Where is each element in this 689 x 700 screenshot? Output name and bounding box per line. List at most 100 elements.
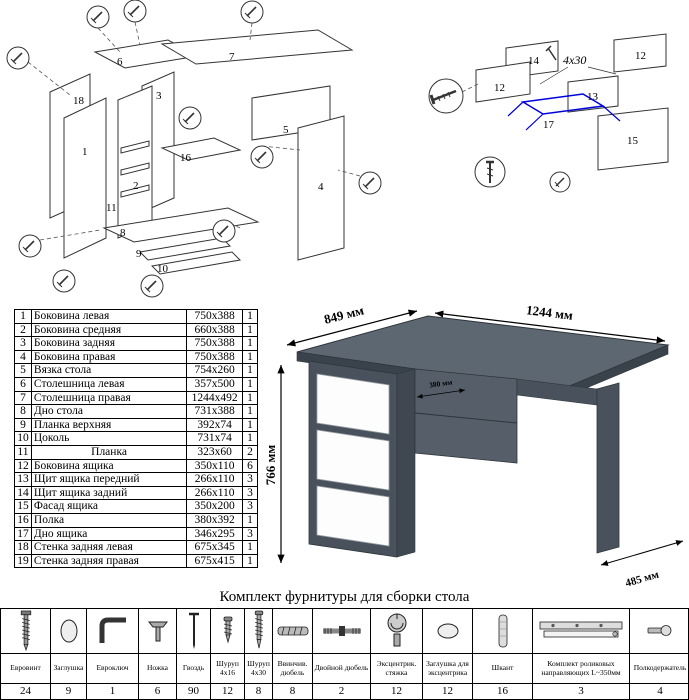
screw-callout-icon: [52, 269, 76, 293]
part-number: 19: [14, 553, 32, 569]
screw-callout-icon: [358, 171, 382, 195]
panel-1-left-side: [63, 97, 107, 259]
part-label: 13: [587, 91, 599, 103]
part-number: 2: [14, 322, 32, 338]
screw-callout-icon: [549, 171, 571, 193]
hardware-name: Шуруп 4x30: [245, 654, 272, 684]
hardware-name: Комплект роликовых направляющих L~350мм: [533, 654, 629, 684]
part-qty: 1: [242, 376, 258, 392]
screw-callout-icon: [240, 0, 264, 24]
parts-row: 19 Стенка задняя правая 675x415 1: [14, 553, 258, 569]
parts-row: 14 Щит ящика задний 266x110 3: [14, 485, 258, 501]
hardware-name: Шкант: [473, 654, 532, 684]
hardware-name: Гвоздь: [177, 654, 210, 684]
part-label: 6: [117, 56, 123, 68]
hardware-name: Двойной дюбель: [313, 654, 370, 684]
highlight-leader: [507, 101, 524, 117]
hardware-name: Евровинт: [1, 654, 50, 684]
panel-10-plinth: [150, 251, 242, 275]
parts-row: 1 Боковина левая 750x388 1: [14, 309, 258, 324]
part-name: Планка: [30, 444, 188, 460]
screw-4x30-note: 4x30: [539, 45, 617, 85]
hardware-name: Полкодержатель: [630, 654, 689, 684]
roller-slides-icon: [533, 609, 629, 654]
part-qty: 1: [242, 417, 258, 433]
threaded-dowel-icon: [273, 609, 312, 654]
parts-row: 13 Щит ящика передний 266x110 3: [14, 472, 258, 487]
screw-callout-icon: [6, 46, 30, 70]
parts-row: 3 Боковина задняя 750x388 1: [14, 336, 258, 351]
screw-callout-icon: [140, 274, 164, 298]
part-qty: 3: [242, 499, 258, 514]
part-size: 350x200: [186, 499, 244, 514]
part-size: 675x415: [186, 553, 244, 569]
hardware-item: Двойной дюбель 2: [313, 609, 371, 699]
part-size: 750x388: [186, 336, 244, 351]
hardware-qty: 1: [109, 685, 116, 697]
hardware-name: Шуруп 4x16: [211, 654, 244, 684]
part-size: 350x110: [186, 458, 244, 474]
part-qty: 1: [242, 336, 258, 351]
cam-cap-icon: [423, 609, 472, 654]
parts-row: 9 Планка верхняя 392x74 1: [14, 417, 258, 433]
hardware-name: Заглушка: [51, 654, 86, 684]
parts-row: 5 Вязка стола 754x260 1: [14, 363, 258, 378]
dim-label-width-top: 1244 мм: [525, 302, 574, 323]
drawer-front-middle: [316, 429, 390, 491]
part-size: 392x74: [186, 417, 244, 433]
parts-row: 7 Столешница правая 1244x492 1: [14, 390, 258, 406]
hardware-item: Комплект роликовых направляющих L~350мм …: [533, 609, 630, 699]
part-label: 10: [157, 263, 169, 275]
panel-9-strip: [138, 237, 232, 261]
part-qty: 2: [242, 444, 258, 460]
part-number: 13: [14, 472, 32, 487]
part-qty: 1: [242, 431, 258, 446]
part-name: Дно стола: [30, 404, 188, 419]
hardware-item: Евровинт 24: [1, 609, 51, 699]
hardware-qty: 12: [442, 685, 453, 697]
part-size: 1244x492: [186, 390, 244, 406]
screw-callout-icon: [250, 145, 274, 169]
hardware-name: Заглушка для эксцентрика: [423, 654, 472, 684]
part-size: 731x74: [186, 431, 244, 446]
parts-row: 16 Полка 380x392 1: [14, 512, 258, 528]
part-number: 16: [14, 512, 32, 528]
hardware-item: Евроключ 1: [87, 609, 139, 699]
drawer-part-labels: 14 12 12 13 17 15: [494, 50, 646, 147]
part-number: 15: [14, 499, 32, 514]
screw-callout-icon: [18, 234, 42, 258]
panel-4-right-side: [297, 115, 345, 261]
cap-icon: [51, 609, 86, 654]
confirmat-callout-icon: [428, 78, 464, 114]
hardware-name: Евроключ: [87, 654, 138, 684]
screw-callout-icon: [212, 219, 236, 243]
part-qty: 1: [242, 553, 258, 569]
part-qty: 3: [242, 472, 258, 487]
screw-size-label: 4x30: [563, 53, 586, 67]
part-name: Боковина задняя: [30, 336, 188, 351]
screw-callout-icon: [123, 0, 147, 23]
drawer-side-right: [613, 33, 667, 73]
part-label: 12: [494, 82, 505, 94]
drawer-fascia: [597, 107, 669, 171]
part-qty: 1: [242, 390, 258, 406]
panel-8-bottom: [102, 207, 260, 243]
hardware-name: Ножка: [139, 654, 176, 684]
part-number: 5: [14, 363, 32, 378]
hardware-qty: 6: [154, 685, 161, 697]
screw-callout-icon: [474, 156, 506, 188]
part-label: 5: [283, 124, 289, 136]
dim-line-1244: [434, 310, 666, 344]
part-qty: 1: [242, 512, 258, 528]
screw-callout-icon: [178, 106, 202, 130]
hardware-qty: 8: [289, 685, 296, 697]
leader-line: [461, 83, 479, 93]
dim-label-height: 766 мм: [265, 445, 278, 486]
panel-7-top-right: [160, 29, 354, 65]
hardware-kit-title: Комплект фурнитуры для сборки стола: [219, 589, 470, 605]
part-label: 12: [635, 50, 646, 62]
drawer-front-bottom: [316, 485, 390, 547]
part-name: Боковина средняя: [30, 322, 188, 338]
dim-line-849: [286, 309, 418, 347]
part-qty: 1: [242, 322, 258, 338]
